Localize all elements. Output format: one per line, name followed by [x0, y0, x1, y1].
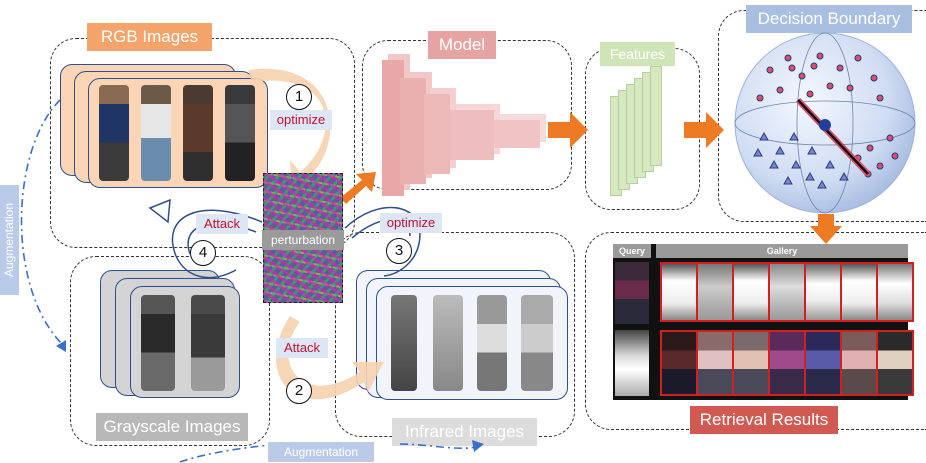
rgb-person-image — [141, 85, 171, 181]
gray-person-image — [191, 295, 225, 391]
ir-person-image — [391, 295, 417, 391]
grayscale-region — [70, 256, 270, 446]
rgb-person-image — [225, 85, 255, 181]
augmentation-bottom-label: Augmentation — [268, 442, 374, 462]
gray-card-front — [130, 286, 240, 398]
model-block-5 — [494, 120, 540, 148]
attack-arrow-4 — [171, 209, 263, 279]
query-image — [615, 330, 649, 396]
orange-arrow-down — [810, 214, 842, 244]
decision-boundary-title: Decision Boundary — [746, 5, 912, 33]
optimize-arrow-1 — [248, 68, 331, 192]
attack-label-2: Attack — [276, 338, 328, 358]
gallery-image — [732, 262, 770, 322]
rgb-person-image — [183, 85, 213, 181]
rgb-person-image — [99, 85, 129, 181]
ir-person-image — [477, 295, 507, 391]
ir-person-image — [433, 295, 463, 391]
gray-person-image — [141, 295, 175, 391]
orange-arrow-features — [684, 112, 724, 148]
retrieval-gallery-header: Gallery — [656, 244, 908, 258]
gallery-image — [660, 330, 698, 396]
attack-arrow-4-head — [148, 198, 171, 224]
gallery-image — [840, 330, 878, 396]
step-4-badge: 4 — [190, 240, 216, 266]
step-3-badge: 3 — [386, 238, 412, 264]
gallery-image — [876, 330, 914, 396]
gallery-image — [840, 262, 878, 322]
ir-person-image — [521, 295, 553, 391]
decision-boundary-sphere — [734, 32, 916, 214]
gallery-image — [876, 262, 914, 322]
gallery-image — [768, 262, 806, 322]
optimize-label-1: optimize — [270, 110, 332, 130]
gallery-image — [660, 262, 698, 322]
gallery-image — [804, 330, 842, 396]
augmentation-left-head — [56, 340, 66, 352]
gallery-image — [696, 330, 734, 396]
augmentation-bottom-head — [472, 440, 484, 452]
grayscale-images-title: Grayscale Images — [96, 413, 248, 441]
optimize-label-3: optimize — [380, 213, 442, 233]
gallery-image — [696, 262, 734, 322]
model-block-3 — [424, 94, 450, 174]
orange-arrow-model — [548, 112, 588, 148]
model-block-1 — [382, 60, 404, 196]
augmentation-left-arrow — [20, 99, 65, 347]
retrieval-query-header: Query — [613, 244, 651, 258]
feature-bar — [650, 66, 662, 166]
step-1-badge: 1 — [286, 84, 312, 110]
rgb-images-title: RGB Images — [87, 23, 212, 51]
attack-label-4: Attack — [196, 214, 248, 234]
gallery-image — [768, 330, 806, 396]
features-title: Features — [600, 42, 675, 66]
orange-arrow-perturbation — [340, 172, 376, 204]
gallery-image — [804, 262, 842, 322]
query-image — [615, 262, 649, 324]
rgb-card-front — [88, 78, 268, 188]
augmentation-left-label: Augmentation — [0, 185, 19, 295]
retrieval-results-title: Retrieval Results — [690, 406, 838, 434]
model-title: Model — [428, 31, 496, 59]
perturbation-label: perturbation — [262, 230, 344, 250]
step-2-badge: 2 — [286, 378, 312, 404]
optimize-arrow-3 — [344, 206, 421, 277]
infrared-images-title: Infrared Images — [392, 418, 537, 446]
model-block-2 — [400, 78, 426, 184]
attack-arrow-2 — [275, 316, 384, 400]
model-block-4 — [450, 110, 494, 160]
gallery-image — [732, 330, 770, 396]
ir-card-front — [376, 286, 568, 400]
